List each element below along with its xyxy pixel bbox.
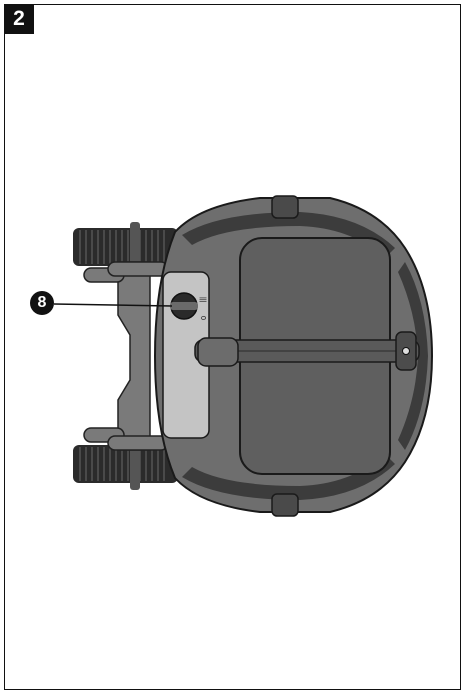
callout-badge-switch: 8 — [30, 291, 54, 315]
latch-top — [271, 195, 299, 219]
switch-mark-off: 0 — [199, 316, 206, 320]
switch-lever — [170, 302, 198, 310]
rear-handle — [83, 261, 169, 451]
front-edge — [398, 262, 428, 450]
figure-frame — [4, 4, 461, 690]
switch-mark-on: ||| — [199, 297, 206, 303]
rim-bottom — [182, 454, 395, 500]
wheel-bottom — [73, 440, 178, 490]
rim-top — [182, 212, 395, 258]
callout-leader-line — [53, 303, 173, 307]
wheel-top — [73, 222, 178, 272]
figure-number-badge: 2 — [4, 4, 34, 34]
latch-bottom — [271, 493, 299, 517]
carry-handle — [194, 331, 420, 371]
